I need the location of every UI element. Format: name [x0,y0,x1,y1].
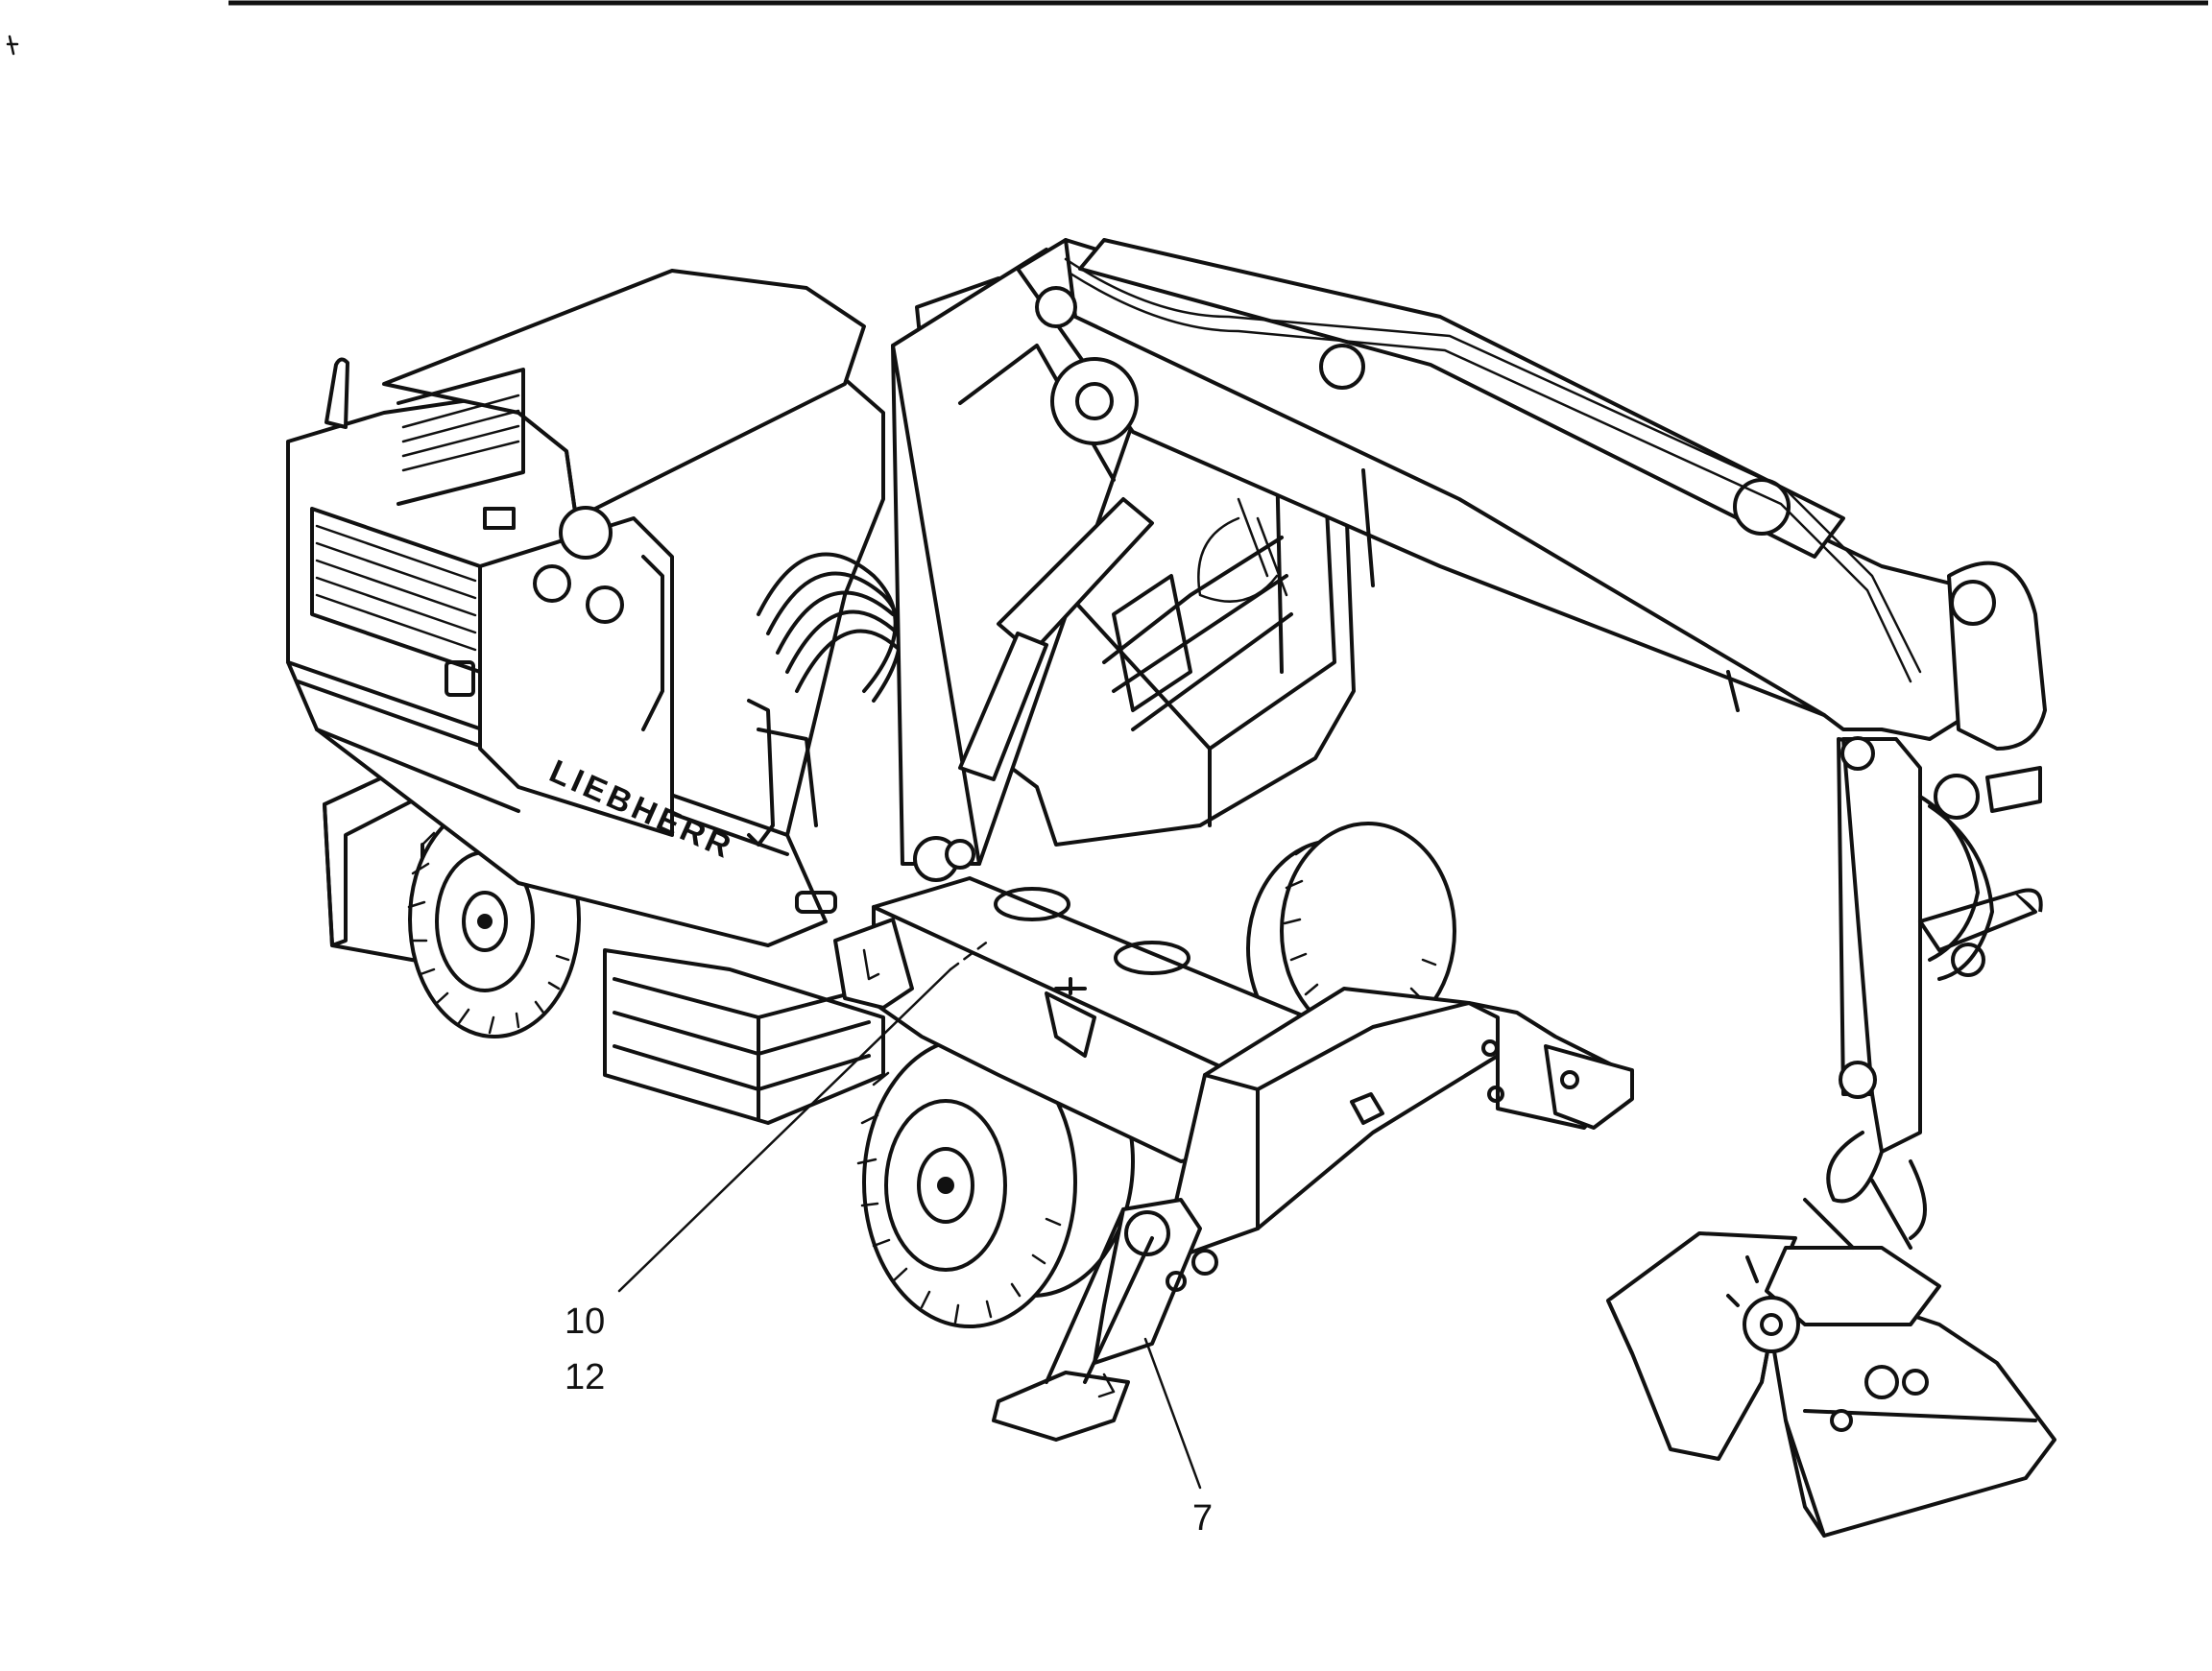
leader-line-7 [1143,1337,1202,1490]
leader-line-10-dash [949,939,991,971]
leader-line-10 [617,967,952,1293]
clamshell-bucket [1606,1179,2056,1538]
front-outrigger [992,987,1634,1442]
leader-lines [617,939,1202,1490]
arm [1826,736,2043,1240]
boom [891,238,2047,882]
hose-bundle [757,552,904,703]
callout-label-10: 10 [565,1301,606,1342]
callout-label-12: 12 [565,1357,606,1397]
corner-mark [6,35,19,56]
callout-label-7: 7 [1192,1498,1214,1539]
upper-carriage: LIEBHERR [286,269,885,947]
